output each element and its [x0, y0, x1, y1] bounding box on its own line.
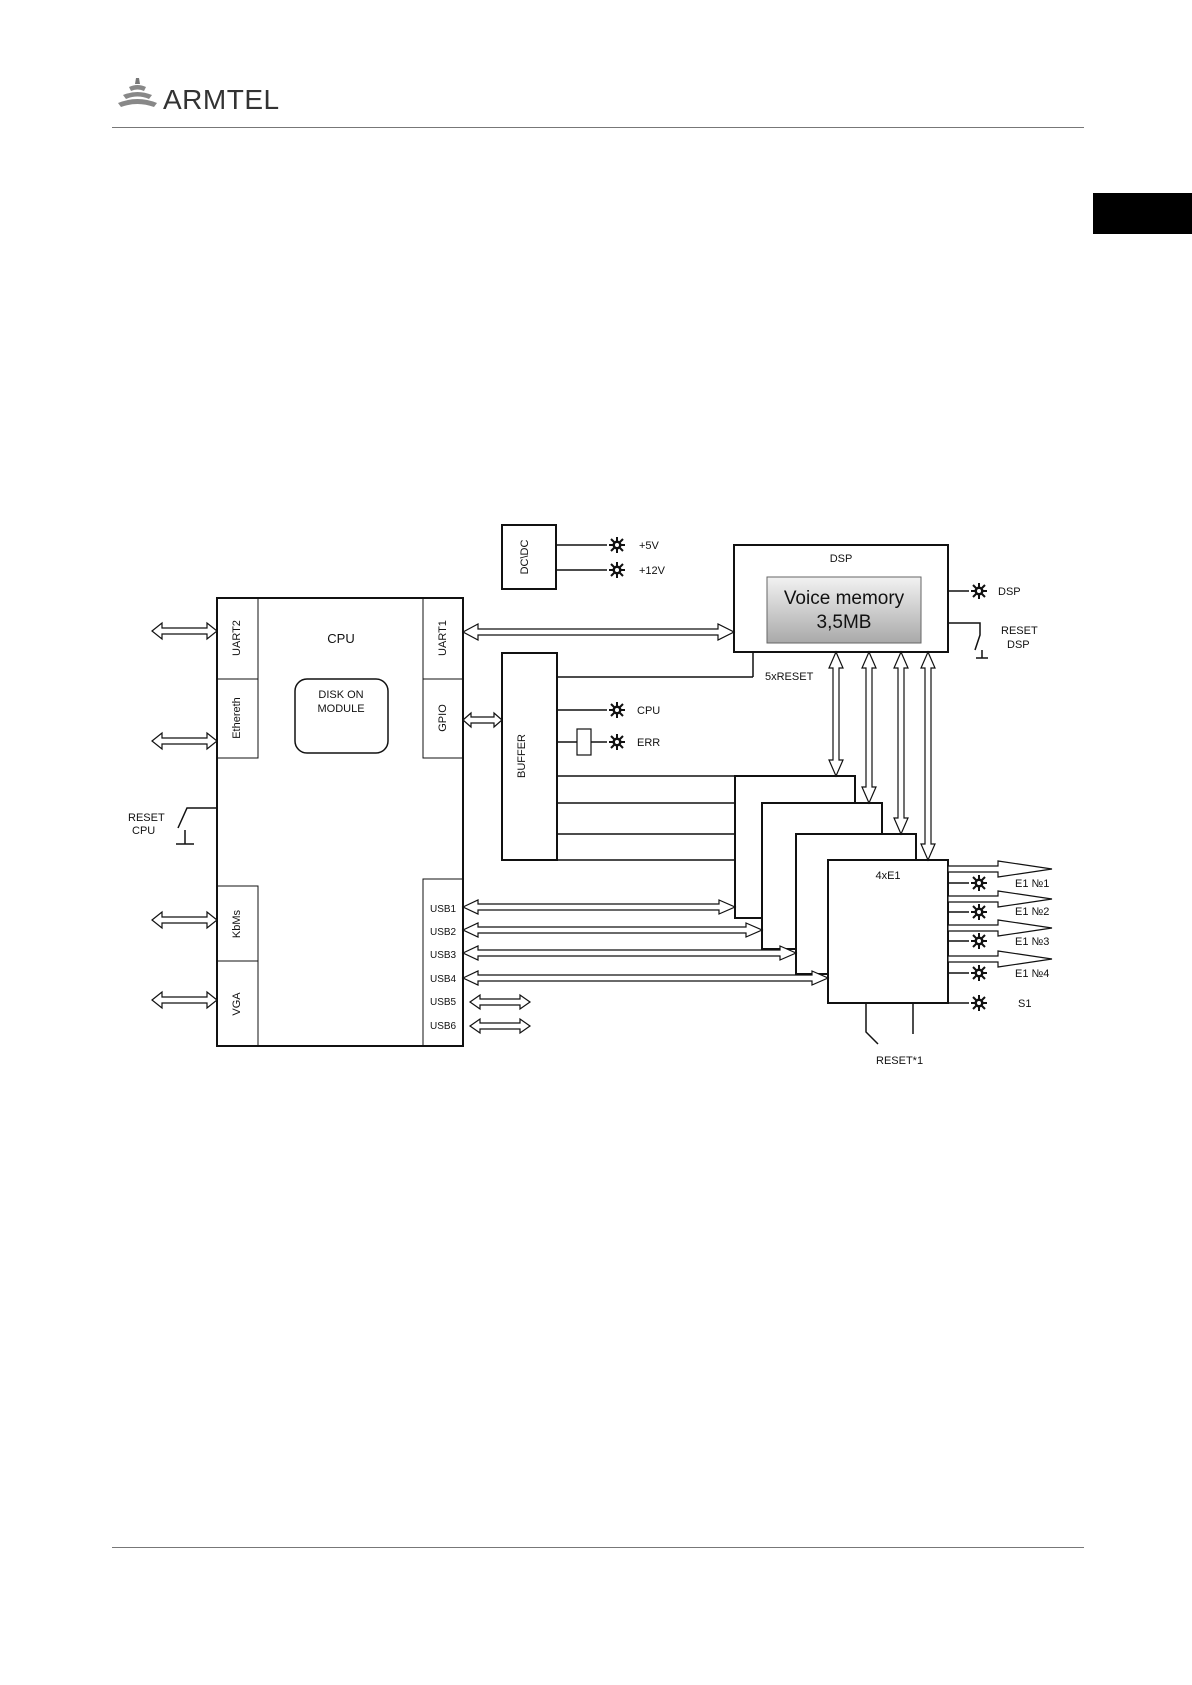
led-dsp-icon — [971, 583, 987, 599]
led-err-icon — [609, 734, 625, 750]
e1-output-2: E1 №2 — [1015, 906, 1049, 918]
dcdc-block: DC\DC — [502, 525, 556, 589]
reset-e1-label: RESET*1 — [876, 1055, 923, 1067]
e1-output-s1: S1 — [1018, 998, 1031, 1010]
cpu-block: CPU DISK ON MODULE UART2 Ethereth KbMs V… — [217, 598, 463, 1046]
port-uart1: UART1 — [437, 620, 449, 656]
disk-on-label: DISK ON — [318, 689, 363, 701]
disk-module-label: MODULE — [317, 703, 364, 715]
led-5v-icon — [609, 537, 625, 553]
reset-dsp-line2: DSP — [1007, 639, 1030, 651]
dsp-title: DSP — [830, 553, 853, 565]
cpu-title: CPU — [327, 631, 354, 646]
dsp-block: DSP Voice memory 3,5MB — [734, 545, 948, 652]
label-5v: +5V — [639, 540, 660, 552]
port-usb6: USB6 — [430, 1021, 457, 1032]
led-dsp-label: DSP — [998, 586, 1021, 598]
voice-memory-size: 3,5MB — [817, 612, 872, 633]
e1-output-4: E1 №4 — [1015, 968, 1049, 980]
port-gpio: GPIO — [437, 704, 449, 732]
port-usb2: USB2 — [430, 927, 457, 938]
e1-output-3: E1 №3 — [1015, 936, 1049, 948]
port-usb1: USB1 — [430, 904, 457, 915]
port-kbms: KbMs — [231, 909, 243, 938]
footer-divider — [112, 1547, 1084, 1548]
port-uart2: UART2 — [231, 620, 243, 656]
e1-title: 4xE1 — [875, 870, 900, 882]
reset-cpu-line1: RESET — [128, 812, 165, 824]
port-usb5: USB5 — [430, 997, 457, 1008]
dcdc-label: DC\DC — [519, 540, 531, 575]
led-e1-1-icon — [971, 875, 987, 891]
e1-outputs: E1 №1 E1 №2 E1 №3 E1 №4 S1 — [948, 861, 1052, 1011]
led-cpu-label: CPU — [637, 705, 660, 717]
e1-module-stack: 4xE1 — [735, 776, 948, 1003]
buffer-block: BUFFER — [502, 653, 557, 860]
e1-output-1: E1 №1 — [1015, 878, 1049, 890]
port-usb3: USB3 — [430, 950, 457, 961]
led-e1-2-icon — [971, 904, 987, 920]
buffer-title: BUFFER — [516, 734, 528, 778]
port-usb4: USB4 — [430, 974, 457, 985]
port-vga: VGA — [231, 992, 243, 1016]
led-e1-4-icon — [971, 965, 987, 981]
led-e1-3-icon — [971, 933, 987, 949]
reset-dsp-line1: RESET — [1001, 625, 1038, 637]
led-s1-icon — [971, 995, 987, 1011]
label-12v: +12V — [639, 565, 666, 577]
reset-bus-label: 5xRESET — [765, 671, 814, 683]
reset-cpu-line2: CPU — [132, 825, 155, 837]
voice-memory-label: Voice memory — [784, 588, 905, 609]
led-12v-icon — [609, 562, 625, 578]
port-ethernet: Ethereth — [231, 697, 243, 739]
led-err-label: ERR — [637, 737, 660, 749]
led-cpu-icon — [609, 702, 625, 718]
